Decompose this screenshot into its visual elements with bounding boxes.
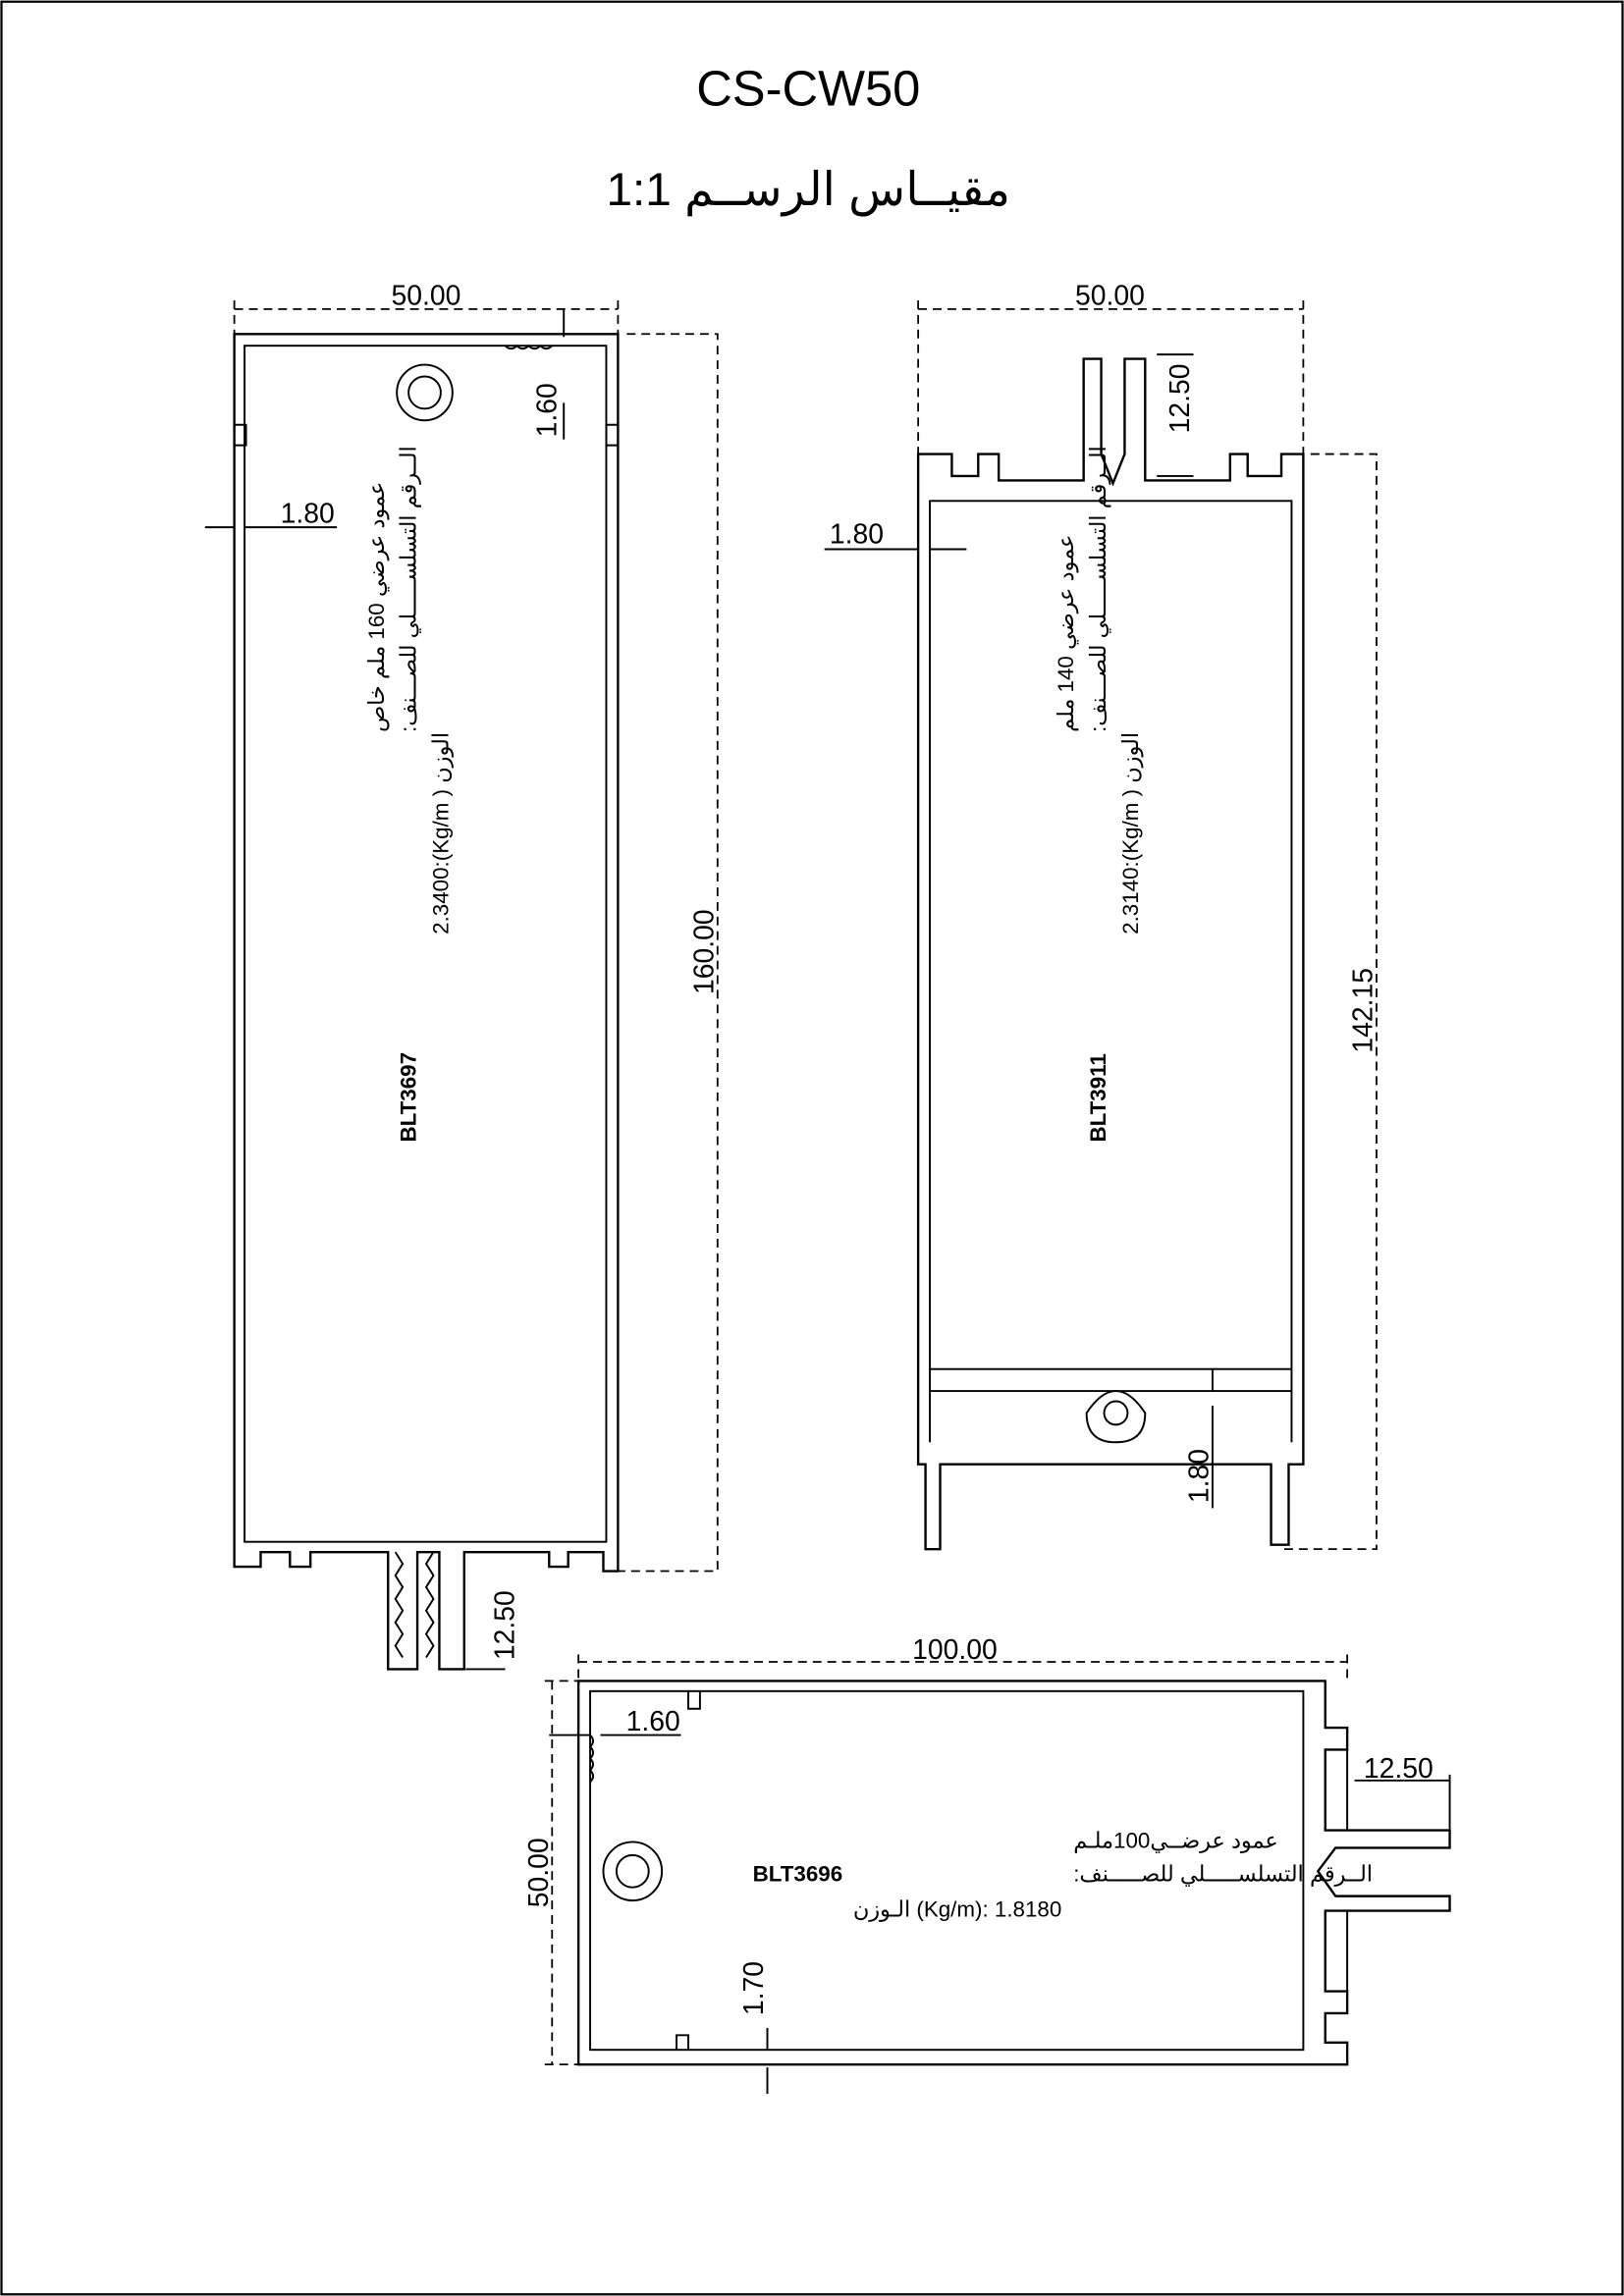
drawing-scale: مقيــاس الرســم 1:1	[606, 164, 1010, 217]
profile-desc: عمود عرضي 160 ملم خاص	[364, 482, 390, 732]
profile-serial-label: الــرقم التسلســـــلي للصـــــنف:	[1073, 1862, 1373, 1888]
profile-weight: 2.3400:(Kg/m ) الوزن	[428, 732, 454, 934]
dim-fin: 12.50	[1164, 363, 1196, 433]
dim-width: 50.00	[1075, 280, 1145, 311]
profile-desc: عمود عرضــي100ملـم	[1073, 1828, 1278, 1853]
profile-blt3697: 50.00 160.00 1.60 1.80 12.50 BLT3697 عمو…	[204, 280, 720, 1671]
profile-desc: عمود عرضي 140 ملم	[1054, 535, 1079, 732]
profile-code: BLT3911	[1086, 1053, 1110, 1142]
dim-fin: 12.50	[1364, 1753, 1434, 1785]
dim-wall-top: 1.60	[626, 1706, 680, 1737]
profile-code: BLT3696	[753, 1862, 843, 1887]
dim-width: 100.00	[912, 1634, 998, 1666]
dim-wall-side: 1.80	[281, 499, 335, 530]
dim-height: 142.15	[1347, 968, 1379, 1053]
profile-weight: 2.3140:(Kg/m ) الوزن	[1118, 732, 1144, 934]
dim-width: 50.00	[392, 280, 461, 311]
drawing-title: CS-CW50	[696, 61, 920, 117]
dim-wall-bottom: 1.80	[1183, 1449, 1215, 1503]
dim-wall-bottom: 1.70	[738, 1961, 770, 2015]
profile-blt3696: 100.00 50.00 1.60 12.50 1.70 عمود عرضــي…	[523, 1634, 1451, 2094]
profile-blt3911: 50.00 142.15 12.50 1.80 1.80 BLT3911 عمو…	[824, 280, 1379, 1551]
dim-height: 160.00	[688, 909, 720, 994]
dim-wall-top: 1.60	[532, 383, 564, 437]
profile-weight: الـوزن (Kg/m): 1.8180	[853, 1897, 1061, 1923]
dim-fin: 12.50	[489, 1590, 520, 1660]
dim-wall-side: 1.80	[830, 519, 884, 551]
dim-height: 50.00	[523, 1838, 555, 1907]
profile-serial-label: الــرقم التسلســـــلي للصـــنف:	[397, 446, 422, 732]
profile-code: BLT3697	[397, 1052, 421, 1143]
profile-serial-label: الــرقم التسلســـــلي للصـــنف:	[1086, 446, 1111, 732]
